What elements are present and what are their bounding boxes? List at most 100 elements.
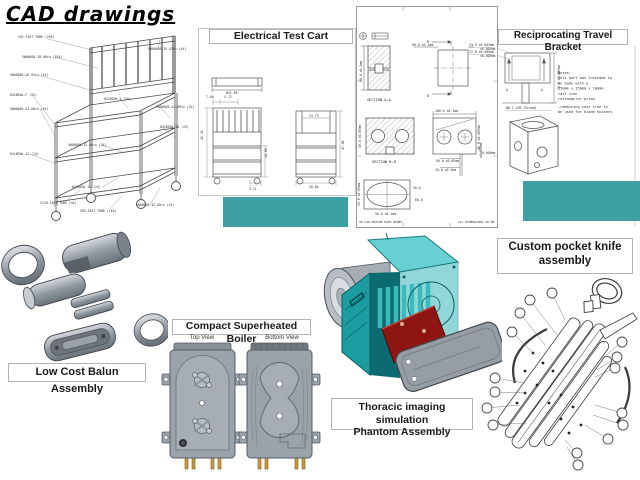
knife-label-line2: assembly — [538, 254, 592, 267]
bracket-label: Reciprocating Travel Bracket — [498, 29, 628, 53]
phantom-label-line2: Phantom Assembly — [353, 426, 451, 439]
svg-text:cast iron: cast iron — [558, 92, 577, 96]
bracket-detail-drawing: ±0.005mm ±0.005mm A A Ø8.1 (M3 Thread) 7… — [479, 46, 636, 226]
boiler-bottom-view — [238, 342, 321, 459]
svg-text:80.0 ±0.1mm: 80.0 ±0.1mm — [359, 61, 363, 82]
knife-screws — [515, 351, 583, 435]
knife-label: Custom pocket knife assembly — [497, 238, 633, 274]
boiler-bottom-view-label: Bottom View — [265, 335, 299, 341]
svg-text:7.00: 7.00 — [206, 95, 214, 99]
svg-text:41.32: 41.32 — [200, 130, 204, 140]
boiler-top-view-label: Top View — [190, 335, 215, 341]
svg-text:SW00005-32.00in (2X): SW00005-32.00in (2X) — [136, 203, 174, 207]
section-b-b — [365, 117, 415, 155]
svg-text:±0.005mm: ±0.005mm — [480, 54, 495, 58]
svg-text:100.0 ±0.1mm: 100.0 ±0.1mm — [435, 109, 458, 113]
balun-cylinder — [23, 273, 86, 310]
balun-split-halves — [70, 289, 114, 320]
svg-text:Ø41.88: Ø41.88 — [226, 90, 238, 95]
balun-trough — [44, 322, 116, 362]
svg-text:±0.005mm: ±0.005mm — [480, 47, 495, 51]
svg-text:B: B — [427, 40, 429, 44]
section-a-a — [361, 45, 391, 91]
svg-text:±0.005mm: ±0.005mm — [480, 151, 495, 155]
bracket-notes: Notes: This part was intended to be made… — [558, 71, 612, 114]
knife-bail-ring — [583, 278, 623, 314]
svg-text:SW00005-24.00in (4X): SW00005-24.00in (4X) — [10, 107, 48, 111]
svg-text:A: A — [541, 88, 543, 92]
svg-text:23.73: 23.73 — [309, 114, 319, 118]
electrical-views-drawing: Ø41.88 7.00 4.72 41.32 14.09 3.11 23.73 … — [200, 77, 345, 191]
svg-text:4.72: 4.72 — [224, 95, 232, 99]
svg-text:841B2Ns-F (2X): 841B2Ns-F (2X) — [10, 93, 37, 97]
drawing-sheet-panel — [356, 6, 498, 228]
phantom-tray — [395, 321, 502, 392]
svg-text:3.11: 3.11 — [249, 187, 257, 191]
svg-text:35.0 ±0.05mm: 35.0 ±0.05mm — [357, 183, 361, 206]
phantom-label: Thoracic imaging simulation Phantom Asse… — [331, 398, 473, 438]
svg-text:SW00005-s2.99in (2X): SW00005-s2.99in (2X) — [156, 105, 194, 109]
svg-text:28.04: 28.04 — [309, 185, 319, 189]
svg-text:50.0 ±0.05mm: 50.0 ±0.05mm — [436, 159, 459, 163]
svg-text:Notes:: Notes: — [558, 71, 571, 75]
plan-view-square — [414, 40, 474, 96]
svg-text:be used for blade holders: be used for blade holders — [558, 110, 612, 114]
svg-text:30.0 ±0.05mm: 30.0 ±0.05mm — [358, 125, 362, 148]
svg-text:be made with a: be made with a — [558, 81, 588, 85]
bracket-front-view — [502, 52, 557, 104]
boiler-views: Top View Bottom View — [161, 335, 321, 470]
bracket-isometric-block — [508, 115, 560, 175]
svg-text:60.0 ±0.1mm: 60.0 ±0.1mm — [412, 43, 433, 47]
svg-text:CH1-FAST TUBE (2EA): CH1-FAST TUBE (2EA) — [18, 35, 55, 39]
svg-text:841B2Ns-4 (2X): 841B2Ns-4 (2X) — [104, 97, 131, 101]
cart-structure — [29, 35, 178, 211]
svg-text:50.0 ±0.1mm: 50.0 ±0.1mm — [375, 212, 396, 216]
svg-text:3D CAD MASTER PART NAMES: 3D CAD MASTER PART NAMES — [359, 220, 403, 224]
ellipse-profile-view — [363, 179, 411, 210]
balun-ring — [1, 244, 45, 286]
svg-text:40.0 ±0.005mm: 40.0 ±0.005mm — [477, 125, 481, 150]
page-title: CAD drawings — [6, 2, 176, 26]
svg-text:B: B — [427, 94, 429, 98]
phantom-left-face — [341, 271, 371, 377]
svg-text:SW00005-38.00in (1EA): SW00005-38.00in (1EA) — [22, 55, 62, 59]
svg-text:10.0 ±0.5mm: 10.0 ±0.5mm — [435, 168, 456, 172]
svg-text:150mm x 150mm x 100mm: 150mm x 150mm x 100mm — [558, 87, 603, 91]
svg-text:CH3-FAST TUBE (1EA): CH3-FAST TUBE (1EA) — [80, 209, 117, 213]
balun-ring-2 — [133, 313, 168, 347]
balun-shell — [62, 231, 132, 274]
svg-text:rectangular prism: rectangular prism — [558, 97, 595, 101]
svg-text:47.04: 47.04 — [341, 140, 345, 150]
teal-block-right — [523, 181, 640, 221]
svg-text:SW00005-20.94in (2X): SW00005-20.94in (2X) — [10, 73, 48, 77]
balun-label: Low Cost Balun Assembly — [8, 363, 146, 395]
boiler-label: Compact Superheated Boiler — [172, 319, 311, 345]
cart-wireframe-drawing: CH1-FAST TUBE (2EA) SW00005-15.47in (4X)… — [10, 35, 194, 221]
svg-text:C1Z0-FAST TUBE (4X): C1Z0-FAST TUBE (4X) — [40, 201, 77, 205]
phantom-render — [323, 232, 502, 392]
phantom-label-line1: Thoracic imaging simulation — [358, 401, 446, 426]
svg-text:A: A — [506, 88, 508, 92]
knife-leader-lines — [486, 292, 624, 466]
svg-text:841B2Ns-11 (2X): 841B2Ns-11 (2X) — [72, 185, 101, 189]
svg-text:SW00005-12.00in (2X): SW00005-12.00in (2X) — [68, 143, 106, 147]
svg-text:±0.005mm: ±0.005mm — [479, 143, 483, 158]
svg-text:14.09: 14.09 — [264, 148, 268, 158]
svg-text:SECTION A-A: SECTION A-A — [367, 98, 392, 102]
svg-text:30.0: 30.0 — [413, 186, 421, 190]
teal-block-left — [223, 197, 348, 227]
knife-layers — [497, 312, 638, 449]
cart-part-callouts: CH1-FAST TUBE (2EA) SW00005-15.47in (4X)… — [10, 35, 194, 213]
hole-layout-view — [432, 111, 477, 176]
knife-exploded-view — [481, 278, 638, 471]
svg-text:ALL DIMENSIONS IN MM: ALL DIMENSIONS IN MM — [458, 220, 494, 224]
caster-wheels — [51, 181, 181, 221]
svg-text:17.8 ±0.005mm: 17.8 ±0.005mm — [469, 50, 494, 54]
knife-balloon-callouts — [481, 287, 629, 471]
fastener-detail — [359, 32, 389, 40]
knife-label-line1: Custom pocket knife — [508, 241, 622, 253]
svg-text:This part was intended to: This part was intended to — [558, 76, 612, 80]
svg-text:Ø8.1 (M3 Thread): Ø8.1 (M3 Thread) — [506, 105, 537, 110]
bracket-sheet-drawing: 80.0 ±0.1mm SECTION A-A B B 60.0 ±0.1mm … — [356, 6, 498, 228]
